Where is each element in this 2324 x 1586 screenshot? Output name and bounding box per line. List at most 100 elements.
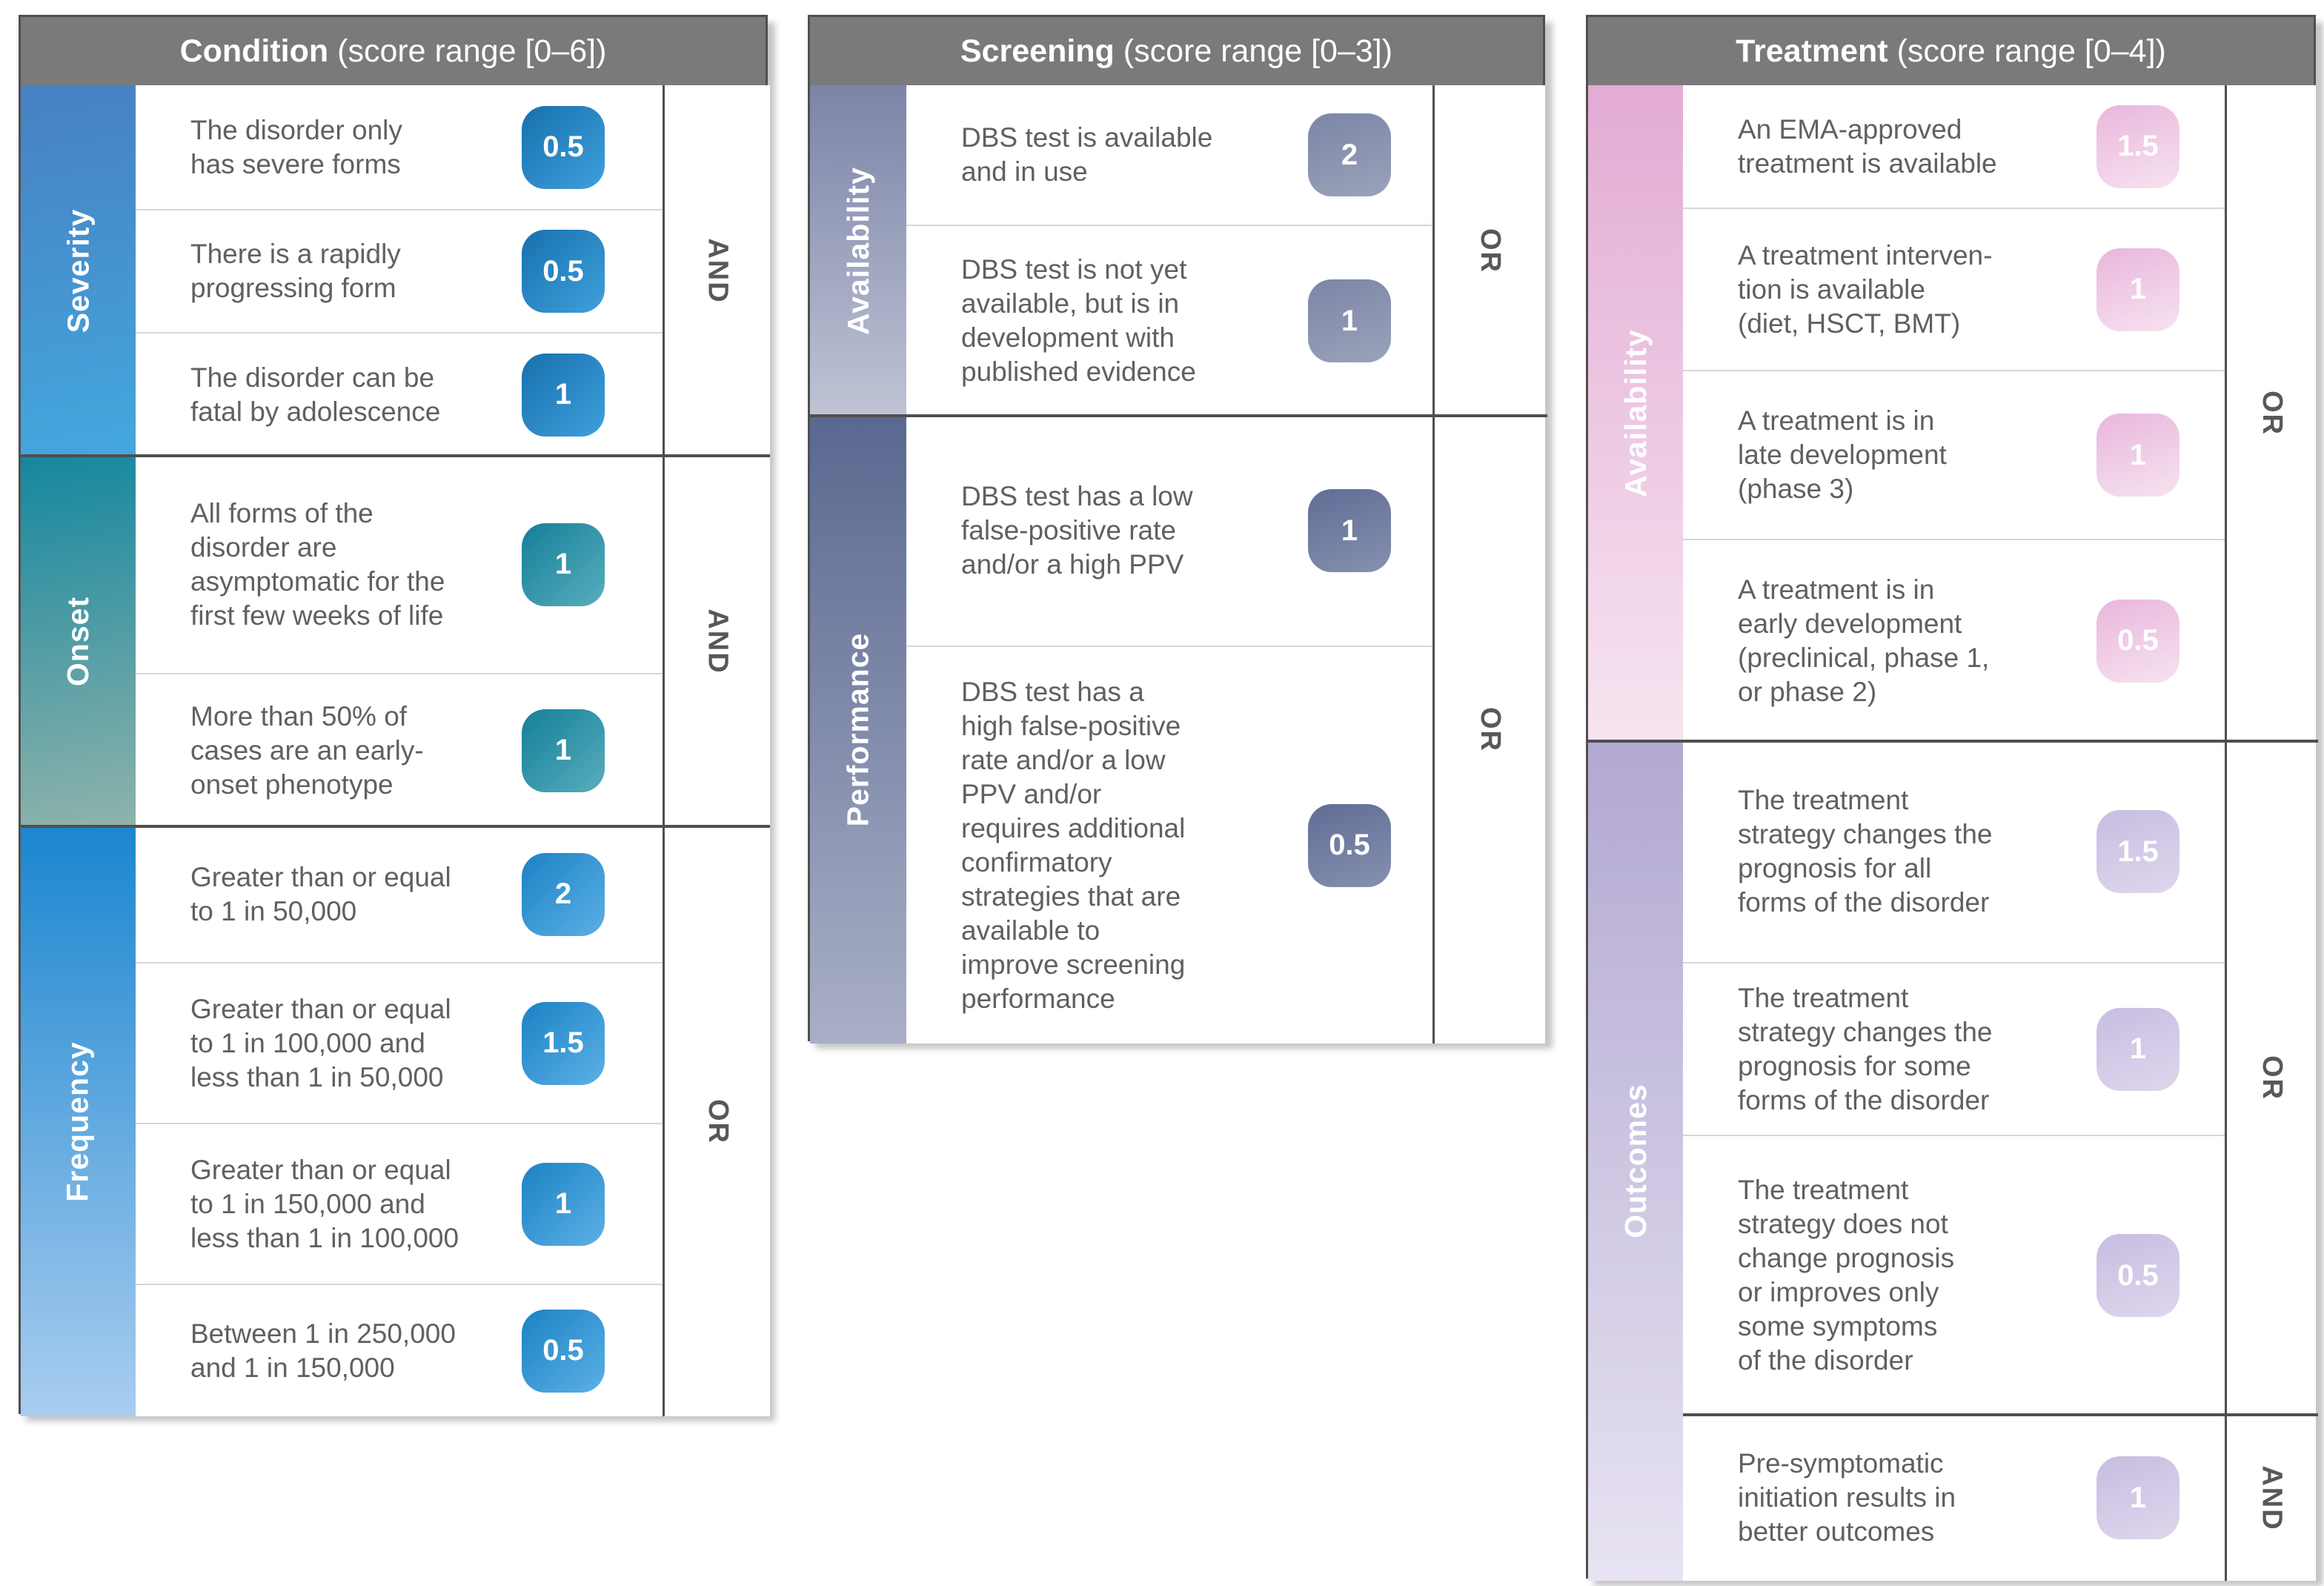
criterion-text: A treatment is in late development (phas… xyxy=(1738,405,1947,504)
score-badge: 1 xyxy=(1308,279,1391,362)
condition-title-suffix: (score range [0–6]) xyxy=(328,33,607,69)
criterion-row: All forms of the disorder are asymptomat… xyxy=(136,456,663,673)
criterion-text: The treatment strategy changes the progn… xyxy=(1738,785,1993,918)
criterion-row: Greater than or equal to 1 in 50,000 2 xyxy=(136,826,663,962)
score-badge: 0.5 xyxy=(522,105,605,189)
score-badge: 1 xyxy=(2096,1456,2179,1539)
criterion-row: The treatment strategy does not change p… xyxy=(1683,1135,2225,1415)
section-divider xyxy=(1683,1413,2318,1416)
criterion-row: An EMA-approved treatment is available 1… xyxy=(1683,85,2225,208)
score-badge: 0.5 xyxy=(2096,599,2179,683)
treatment-title: Treatment xyxy=(1736,33,1888,69)
criterion-row: DBS test has a low false-positive rate a… xyxy=(906,416,1432,646)
column-divider xyxy=(2225,85,2227,1581)
score-badge: 1 xyxy=(1308,489,1391,572)
criterion-row: Pre-symptomatic initiation results in be… xyxy=(1683,1415,2225,1581)
score-badge: 0.5 xyxy=(2096,1234,2179,1317)
logic-operator-treatment-availability: OR xyxy=(2227,85,2316,741)
logic-operator-text: OR xyxy=(2256,391,2288,436)
criterion-text: The disorder can be fatal by adolescence xyxy=(190,362,441,427)
criterion-row: The treatment strategy changes the progn… xyxy=(1683,962,2225,1135)
logic-operator-text: OR xyxy=(702,1098,734,1144)
score-badge: 1 xyxy=(2096,248,2179,331)
screening-title: Screening xyxy=(960,33,1115,69)
criterion-row: DBS test is available and in use 2 xyxy=(906,85,1432,225)
performance-label-text: Performance xyxy=(840,632,875,827)
category-label-severity: Severity xyxy=(21,85,136,456)
category-label-onset: Onset xyxy=(21,456,136,826)
logic-operator-text: OR xyxy=(1475,707,1506,752)
criterion-row: The disorder only has severe forms 0.5 xyxy=(136,85,663,209)
condition-header: Condition (score range [0–6]) xyxy=(21,17,766,85)
criterion-text: More than 50% of cases are an early- ons… xyxy=(190,700,424,800)
criterion-row: More than 50% of cases are an early- ons… xyxy=(136,673,663,826)
criterion-text: DBS test is available and in use xyxy=(961,122,1213,187)
treatment-title-suffix: (score range [0–4]) xyxy=(1888,33,2166,69)
criterion-text: DBS test is not yet available, but is in… xyxy=(961,254,1196,387)
criterion-text: DBS test has a low false-positive rate a… xyxy=(961,481,1193,580)
criterion-row: Greater than or equal to 1 in 150,000 an… xyxy=(136,1123,663,1284)
score-badge: 0.5 xyxy=(1308,803,1391,887)
criterion-row: Greater than or equal to 1 in 100,000 an… xyxy=(136,962,663,1123)
treatment-availability-label-text: Availability xyxy=(1618,329,1653,497)
section-divider xyxy=(21,825,770,828)
score-badge: 1.5 xyxy=(522,1001,605,1085)
condition-title: Condition xyxy=(179,33,329,69)
treatment-header: Treatment (score range [0–4]) xyxy=(1588,17,2314,85)
criterion-text: The disorder only has severe forms xyxy=(190,114,402,179)
criterion-text: The treatment strategy changes the progn… xyxy=(1738,982,1993,1115)
frequency-label-text: Frequency xyxy=(61,1041,95,1202)
logic-operator-outcomes-and: AND xyxy=(2227,1415,2316,1581)
score-badge: 1.5 xyxy=(2096,104,2179,188)
screening-panel: Screening (score range [0–3]) Availabili… xyxy=(808,15,1547,1043)
score-badge: 1.5 xyxy=(2096,810,2179,893)
severity-label-text: Severity xyxy=(61,208,95,333)
screening-header: Screening (score range [0–3]) xyxy=(810,17,1543,85)
onset-label-text: Onset xyxy=(60,596,95,686)
logic-operator-outcomes-or: OR xyxy=(2227,741,2316,1415)
criterion-text: Between 1 in 250,000 and 1 in 150,000 xyxy=(190,1318,456,1383)
logic-operator-frequency: OR xyxy=(665,826,770,1416)
logic-operator-severity: AND xyxy=(665,85,770,456)
logic-operator-text: OR xyxy=(2256,1055,2288,1101)
criterion-row: DBS test has a high false-positive rate … xyxy=(906,646,1432,1043)
score-badge: 0.5 xyxy=(522,230,605,313)
category-label-outcomes: Outcomes xyxy=(1588,741,1683,1581)
score-badge: 1 xyxy=(522,522,605,606)
criterion-text: Greater than or equal to 1 in 150,000 an… xyxy=(190,1154,459,1253)
criterion-text: An EMA-approved treatment is available xyxy=(1738,113,1997,179)
criterion-row: The treatment strategy changes the progn… xyxy=(1683,741,2225,962)
criterion-text: Greater than or equal to 1 in 50,000 xyxy=(190,861,451,926)
criterion-row: There is a rapidly progressing form 0.5 xyxy=(136,209,663,332)
criterion-row: A treatment is in early development (pre… xyxy=(1683,539,2225,741)
criterion-text: A treatment interven- tion is available … xyxy=(1738,239,1993,339)
criterion-row: Between 1 in 250,000 and 1 in 150,000 0.… xyxy=(136,1284,663,1416)
logic-operator-text: OR xyxy=(1475,228,1506,273)
condition-panel: Condition (score range [0–6]) Severity O… xyxy=(19,15,770,1416)
criterion-text: The treatment strategy does not change p… xyxy=(1738,1175,1955,1376)
score-badge: 1 xyxy=(522,709,605,792)
criterion-row: DBS test is not yet available, but is in… xyxy=(906,225,1432,416)
logic-operator-text: AND xyxy=(702,608,734,674)
criterion-text: DBS test has a high false-positive rate … xyxy=(961,676,1186,1014)
criterion-text: Pre-symptomatic initiation results in be… xyxy=(1738,1448,1956,1547)
section-divider xyxy=(810,414,1547,417)
criterion-text: There is a rapidly progressing form xyxy=(190,239,401,303)
availability-label-text: Availability xyxy=(840,166,875,335)
criterion-text: Greater than or equal to 1 in 100,000 an… xyxy=(190,993,451,1092)
score-badge: 1 xyxy=(2096,1007,2179,1091)
section-divider xyxy=(21,454,770,457)
section-divider xyxy=(1588,740,2318,743)
logic-operator-text: AND xyxy=(702,237,734,304)
score-badge: 2 xyxy=(1308,113,1391,196)
screening-title-suffix: (score range [0–3]) xyxy=(1114,33,1393,69)
column-divider xyxy=(1432,85,1435,1043)
criterion-row: A treatment is in late development (phas… xyxy=(1683,370,2225,539)
score-badge: 1 xyxy=(522,353,605,437)
criterion-row: A treatment interven- tion is available … xyxy=(1683,208,2225,370)
logic-operator-availability: OR xyxy=(1435,85,1545,416)
score-badge: 2 xyxy=(522,852,605,936)
treatment-panel: Treatment (score range [0–4]) Availabili… xyxy=(1586,15,2318,1581)
score-badge: 1 xyxy=(2096,414,2179,497)
logic-operator-performance: OR xyxy=(1435,416,1545,1043)
